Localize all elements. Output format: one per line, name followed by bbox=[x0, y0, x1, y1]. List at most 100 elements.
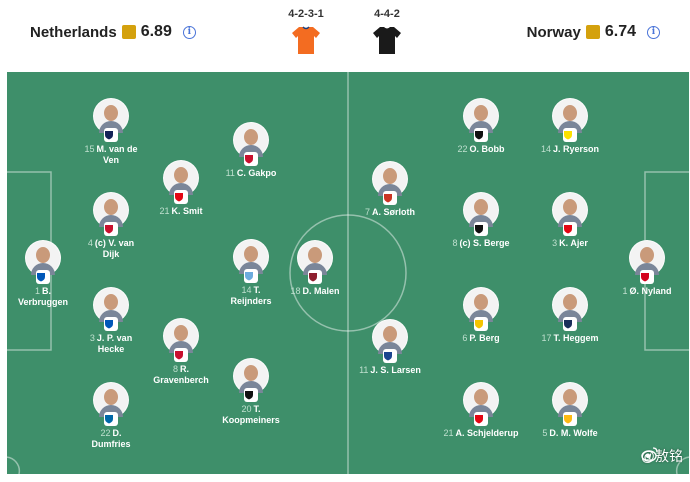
club-badge-icon bbox=[640, 270, 654, 284]
away-team: Norway 6.74 i bbox=[527, 22, 660, 42]
info-icon[interactable]: i bbox=[182, 25, 196, 39]
club-badge-icon bbox=[244, 269, 258, 283]
player-name-line: (c) V. van bbox=[94, 238, 135, 248]
player-name-line: A. Schjelderup bbox=[455, 428, 519, 438]
club-badge-icon bbox=[474, 128, 488, 142]
club-badge-icon bbox=[174, 348, 188, 362]
player-number: 4 bbox=[87, 238, 93, 248]
club-badge-icon bbox=[474, 317, 488, 331]
player-name-line: R. bbox=[180, 364, 189, 374]
club-badge-icon bbox=[563, 128, 577, 142]
club-badge-icon bbox=[474, 222, 488, 236]
watermark: @敖铭 bbox=[641, 446, 683, 466]
club-badge-icon bbox=[174, 190, 188, 204]
player-name-line: D. Malen bbox=[302, 286, 340, 296]
player-number: 18 bbox=[290, 286, 301, 296]
player-name-line: T. bbox=[253, 285, 261, 295]
home-kit-icon bbox=[292, 26, 320, 54]
club-badge-icon bbox=[244, 388, 258, 402]
player-name-line: Dumfries bbox=[91, 439, 131, 449]
club-badge-icon bbox=[104, 412, 118, 426]
away-rating-box bbox=[585, 25, 600, 39]
player-name-line: O. Bobb bbox=[469, 144, 505, 154]
player-name-line: K. Ajer bbox=[559, 238, 588, 248]
away-kit-icon bbox=[373, 27, 401, 54]
club-badge-icon bbox=[36, 270, 50, 284]
player-name-line: Koopmeiners bbox=[222, 415, 280, 425]
player-name-line: D. bbox=[112, 428, 122, 438]
club-badge-icon bbox=[104, 128, 118, 142]
player-name-line: A. Sørloth bbox=[372, 207, 415, 217]
club-badge-icon bbox=[383, 191, 397, 205]
player-number: 17 bbox=[541, 333, 552, 343]
player-name-line: K. Smit bbox=[171, 206, 203, 216]
player-name-line: T. Heggem bbox=[553, 333, 599, 343]
away-team-rating: 6.74 bbox=[604, 23, 636, 40]
player-name-line: J. P. van bbox=[96, 333, 133, 343]
player-name-line: C. Gakpo bbox=[236, 168, 277, 178]
club-badge-icon bbox=[563, 222, 577, 236]
player-number: 21 bbox=[159, 206, 170, 216]
player-name: 8(c) S. Berge bbox=[441, 238, 521, 249]
player-number: 8 bbox=[452, 238, 458, 248]
player-number: 6 bbox=[462, 333, 468, 343]
away-team-name: Norway bbox=[526, 23, 581, 41]
player-name-line: P. Berg bbox=[469, 333, 500, 343]
player-number: 3 bbox=[89, 333, 95, 343]
info-icon[interactable]: i bbox=[647, 25, 660, 39]
player-number: 15 bbox=[84, 144, 95, 154]
player-number: 1 bbox=[622, 286, 628, 296]
player-number: 14 bbox=[540, 144, 551, 154]
match-header: Netherlands 6.89 i 4-2-3-1 4-4-2 Norway … bbox=[0, 0, 690, 72]
player-number: 5 bbox=[542, 428, 548, 438]
player-name-line: Ven bbox=[102, 155, 119, 165]
player-number: 7 bbox=[364, 207, 370, 217]
club-badge-icon bbox=[474, 412, 488, 426]
home-formation: 4-2-3-1 bbox=[288, 8, 324, 20]
club-badge-icon bbox=[308, 270, 322, 284]
player-17[interactable]: 8(c) S. Berge bbox=[441, 192, 521, 249]
club-badge-icon bbox=[104, 317, 118, 331]
player-number: 8 bbox=[172, 364, 178, 374]
player-number: 1 bbox=[34, 286, 40, 296]
weibo-icon bbox=[641, 447, 658, 462]
player-name-line: Dijk bbox=[102, 249, 120, 259]
